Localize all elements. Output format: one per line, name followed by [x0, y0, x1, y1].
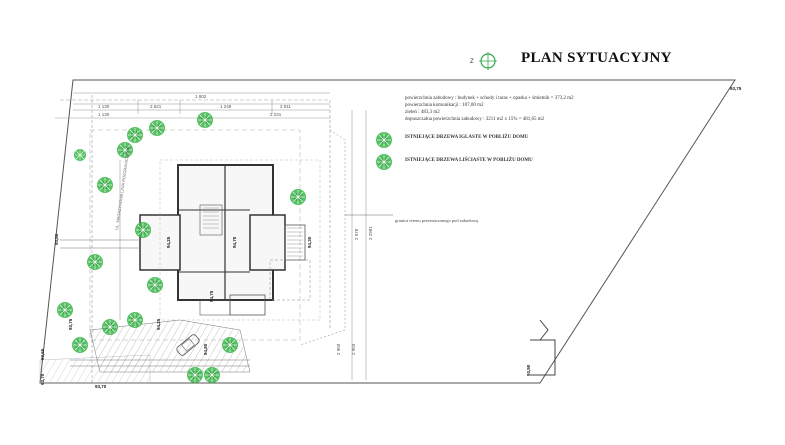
legend-greenery: zieleń : 483,3 m2 — [405, 110, 440, 115]
tree-icon — [221, 336, 239, 354]
tree-icon — [196, 111, 214, 129]
road-label: UL. MAGAZYNOWA LINIA ROZGRANICZENIA — [114, 146, 131, 230]
dim-mid: 1 249 — [220, 104, 232, 109]
dimension-labels: 1 802 1 130 2 621 1 249 2 011 1 130 2 23… — [98, 94, 373, 355]
level-mark: 93,90 — [526, 364, 531, 376]
legend-allowed-area: dopuszczalna powierzchnia zabudowy : 321… — [405, 117, 545, 122]
level-mark: 94,25 — [156, 318, 161, 330]
level-mark: 93,75 — [68, 318, 73, 330]
level-mark: 94,80 — [203, 343, 208, 355]
compass: Z — [470, 52, 497, 70]
dim-vertical-b: 2 2981 — [368, 226, 373, 240]
tree-icon — [126, 126, 144, 144]
level-mark: 94,75 — [209, 290, 214, 302]
dim-bottom-b: 2 903 — [351, 343, 356, 355]
tree-icon — [289, 188, 307, 206]
level-marks: 93,80 93,65 93,70 93,70 93,75 94,25 94,7… — [40, 86, 742, 389]
tree-icon — [56, 301, 74, 319]
plan-title: PLAN SYTUACYJNY — [521, 50, 672, 66]
level-mark: 93,75 — [730, 86, 742, 91]
legend-coniferous-trees: ISTNIEJĄCE DRZEWA IGLASTE W POBLIŻU DOMU — [405, 135, 529, 140]
tree-icon — [71, 336, 89, 354]
build-boundary-note: granica terenu przeznaczonego pod zabudo… — [395, 218, 478, 223]
level-mark: 94,25 — [166, 236, 171, 248]
dim-bottom-a: 2 903 — [336, 343, 341, 355]
dim-left-b: 2 621 — [150, 104, 162, 109]
dim-top-total: 1 802 — [195, 94, 207, 99]
plot-boundary — [39, 79, 736, 384]
dim-vertical-a: 2 978 — [354, 228, 359, 240]
driveway — [60, 160, 250, 367]
level-mark: 93,70 — [40, 373, 45, 385]
dimension-lines — [73, 92, 330, 114]
tree-icon — [73, 148, 87, 162]
tree-icon — [148, 119, 166, 137]
car-icon — [176, 334, 200, 356]
dim-right-c: 2 231 — [270, 112, 282, 117]
level-mark: 94,30 — [307, 236, 312, 248]
tree-icon — [375, 131, 393, 149]
tree-icon — [126, 311, 144, 329]
legend-area-summary: powierzchnia zabudowy : budynek + schody… — [405, 96, 574, 101]
tree-icon — [146, 276, 164, 294]
legend-deciduous-trees: ISTNIEJĄCE DRZEWA LIŚCIASTE W POBLIŻU DO… — [405, 158, 533, 163]
gate-icon — [530, 319, 556, 376]
tree-icon — [134, 221, 152, 239]
tree-icon — [375, 153, 393, 171]
level-mark: 93,65 — [40, 348, 45, 360]
tree-icon — [96, 176, 114, 194]
tree-icon — [86, 253, 104, 271]
level-mark: 93,80 — [54, 233, 59, 245]
level-mark: 94,70 — [232, 236, 237, 248]
build-area-boundary — [299, 129, 346, 346]
legend-communication: powierzchnia komunikacji : 107,00 m2 — [405, 103, 484, 108]
compass-label: Z — [470, 59, 474, 65]
dim-left-b2: 1 130 — [98, 112, 110, 117]
building-outline — [139, 159, 321, 321]
dim-right-a: 2 011 — [280, 104, 291, 109]
tree-icon — [203, 366, 221, 384]
tree-icon — [101, 318, 119, 336]
tree-icon — [186, 366, 204, 384]
dim-left-a: 1 130 — [98, 104, 110, 109]
level-mark: 93,70 — [95, 384, 107, 389]
